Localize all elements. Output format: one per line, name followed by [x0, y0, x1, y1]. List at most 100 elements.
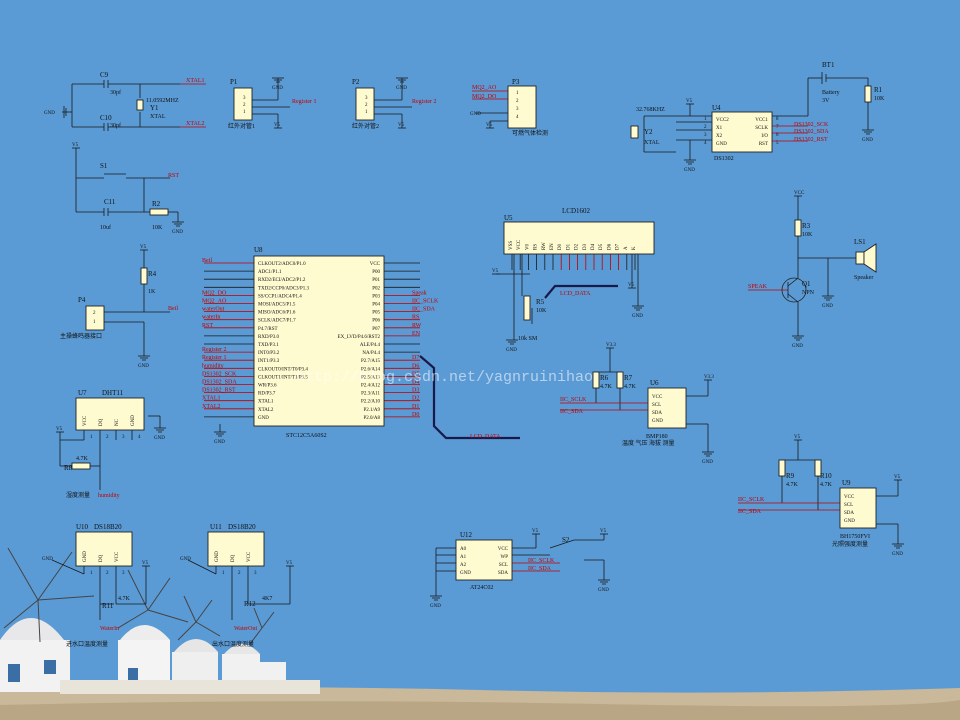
p1-body	[233, 87, 253, 121]
v5-symbol: V5	[532, 529, 539, 534]
u4-left-pin: VCC2	[716, 118, 729, 123]
u5-pin: D0	[558, 243, 563, 250]
wiring	[51, 72, 899, 620]
u8-left-pin: ADC1/P1.1	[258, 270, 282, 275]
u8-right-pin: P07	[372, 327, 380, 332]
u5-pin: D2	[575, 243, 580, 250]
u8-part: STC12C5A60S2	[286, 433, 327, 439]
u8-left-net: DS1302_SDA	[202, 380, 237, 386]
u9-r10-ref: R10	[820, 472, 832, 480]
u8-left-pin: RXD/P3.0	[258, 335, 279, 340]
p2-ref: P2	[352, 78, 360, 86]
u10-r-value: 4.7K	[118, 596, 131, 602]
p3-caption: 可燃气体检测	[512, 129, 548, 137]
u6-r6-value: 4.7K	[600, 384, 613, 390]
u9-r9-value: 4.7K	[786, 482, 799, 488]
q1-net: SPEAK	[748, 284, 768, 290]
c9-ref: C9	[100, 71, 109, 79]
u11-r-ref: R12	[244, 600, 256, 608]
u6-net-scl: IIC_SCLK	[560, 397, 587, 403]
p2-pin: 3	[365, 96, 368, 101]
v5-symbol: V5	[600, 529, 607, 534]
u8-left-net: XTAL1	[202, 396, 221, 402]
u5-pin: V0	[525, 243, 530, 250]
u8-right-net: D3	[412, 388, 419, 394]
u5-pin: VCC	[517, 239, 522, 250]
u11-ref: U11	[210, 523, 222, 531]
gnd-symbol: GND	[632, 314, 643, 319]
q1-part: NPN	[802, 290, 815, 296]
u7-pin-num: 1	[90, 435, 93, 440]
u8-right-pin: P01	[372, 278, 380, 283]
u10-pin: DQ	[99, 554, 104, 562]
u9-caption: 光照强度测量	[832, 540, 868, 548]
v5-symbol: V5	[72, 143, 79, 148]
u8-right-net: D0	[412, 412, 419, 418]
u11-pin-num: 2	[238, 571, 241, 576]
v33-symbol: V3.3	[606, 343, 616, 348]
gnd-symbol: GND	[396, 86, 407, 91]
u4-right-pin: SCLK	[755, 126, 768, 131]
u4-net-rst: DS1302_RST	[794, 137, 828, 143]
y1-freq: 11.0592MHZ	[146, 98, 179, 104]
u12-left-pin: A1	[460, 555, 467, 560]
u11-pin: DQ	[231, 554, 236, 562]
u7-body	[75, 397, 145, 431]
u5-pin: EN	[550, 243, 555, 250]
u4-body	[711, 111, 773, 153]
v5-symbol: V5	[140, 245, 147, 250]
u8-left-net: DS1302_RST	[202, 388, 236, 394]
u9-body	[839, 487, 877, 529]
y1-part: XTAL	[150, 114, 166, 120]
u12-net-sda: IIC_SDA	[528, 566, 552, 572]
u8-left-pin: INT1/P3.3	[258, 359, 280, 364]
u8-right-pin: P2.1/A9	[363, 408, 380, 413]
u8-right-net: D6	[412, 363, 419, 369]
u4-right-num: 8	[776, 117, 779, 122]
u8-right-net: D2	[412, 396, 419, 402]
v5-symbol: V5	[492, 269, 499, 274]
u5-body	[503, 221, 655, 255]
u8-right-pin: P2.5/A13	[361, 375, 381, 380]
u9-ref: U9	[842, 479, 851, 487]
u8-left-pin: MISO/ADC6/P1.6	[258, 311, 296, 316]
u8-bus-label: LCD_DATA	[470, 434, 501, 440]
u8-right-pin: P04	[372, 303, 380, 308]
p4-pin: 1	[93, 320, 96, 325]
u9-part: BH1750FVI	[840, 534, 870, 540]
u12-left-pin: GND	[460, 571, 471, 576]
u8-left-pin: WR/P3.6	[258, 384, 277, 389]
u8-left-pin: CLKOUT1/INT/T1/P3.5	[258, 375, 308, 380]
bt1-ref: BT1	[822, 61, 835, 69]
u8-right-net: D4	[412, 380, 419, 386]
u8-left-pin: RD/P3.7	[258, 392, 276, 397]
u5-pin: D7	[616, 243, 621, 250]
v5-symbol: V5	[628, 283, 635, 288]
u4-right-pin: RST	[759, 142, 768, 147]
u10-pin: GND	[83, 551, 88, 562]
u7-pin: NC	[115, 418, 120, 426]
u6-body	[647, 387, 687, 429]
u8-left-pin: GND	[258, 416, 269, 421]
u4-left-pin: GND	[716, 142, 727, 147]
u4-left-num: 1	[704, 117, 707, 122]
bt1-part: Battery	[822, 90, 840, 96]
v5-symbol: V5	[794, 435, 801, 440]
u4-right-num: 5	[776, 141, 779, 146]
gnd-label: GND	[180, 557, 191, 562]
u4-net-sck: DS1302_SCK	[794, 122, 829, 128]
u4-right-num: 7	[776, 125, 779, 130]
u8-right-pin: EX_LVD/P4.6/RST2	[338, 335, 381, 340]
u7-r-ref: R8	[64, 464, 73, 472]
u8-left-pin: SS/CCP1/ADC4/P1.4	[258, 294, 302, 299]
u6-part: BMP180	[646, 434, 668, 440]
v5-symbol: V5	[286, 561, 293, 566]
y2-ref: Y2	[644, 128, 653, 136]
watermark-text: http://blog.csdn.net/yagnruinihao	[296, 369, 593, 386]
r3-ref: R3	[802, 222, 811, 230]
u5-pin: VSS	[509, 241, 514, 250]
gnd-label: GND	[42, 557, 53, 562]
u8-left-pin: TXD/P3.1	[258, 343, 279, 348]
r1-ref: R1	[874, 86, 883, 94]
